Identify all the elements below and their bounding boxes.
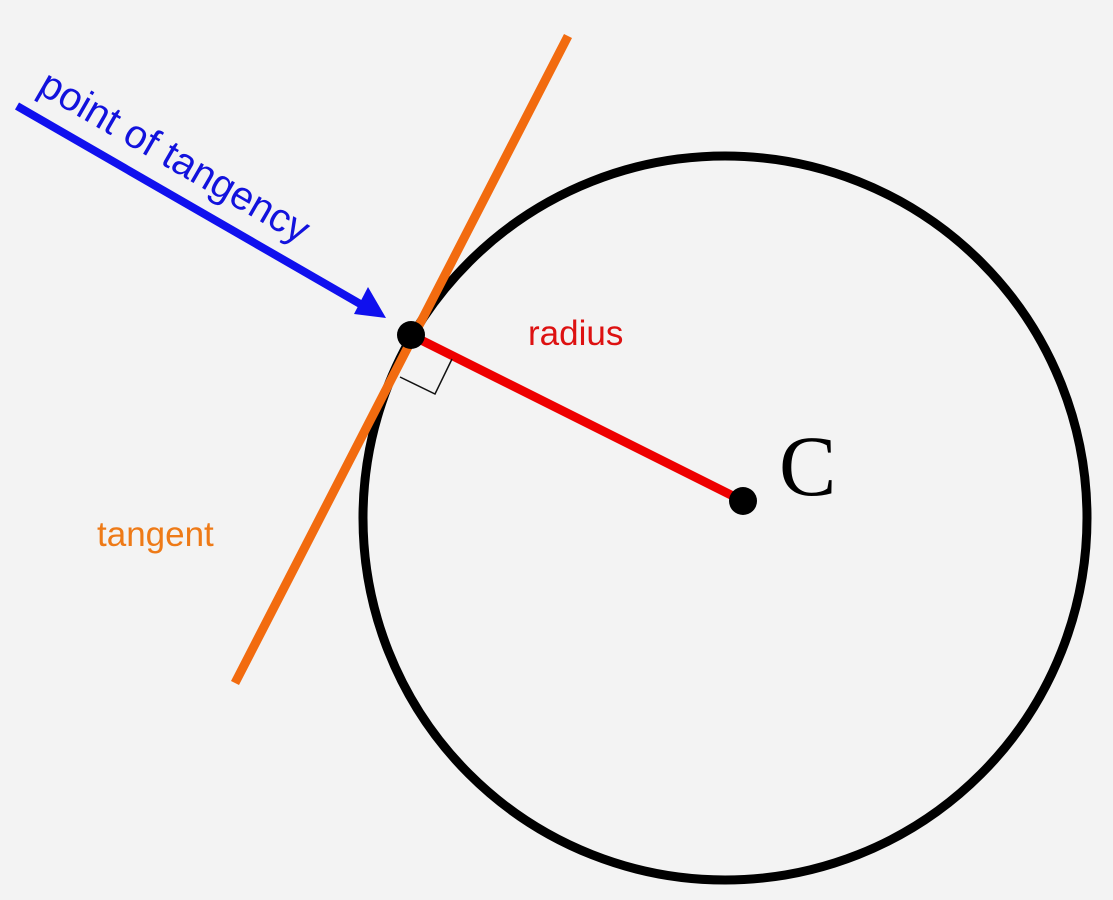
- radius-label: radius: [528, 314, 623, 353]
- point-of-tangency-dot: [397, 321, 425, 349]
- circle: [358, 151, 1092, 885]
- tangent-line: [230, 33, 573, 686]
- arrowhead-icon: [354, 287, 386, 318]
- radius-segment: [408, 330, 746, 506]
- point-of-tangency-arrow: [15, 102, 364, 309]
- center-label: C: [779, 418, 836, 514]
- right-angle-marker: [399, 358, 453, 396]
- tangent-label: tangent: [97, 515, 214, 554]
- point-of-tangency-label: point of tangency: [32, 62, 318, 252]
- center-point-dot: [729, 487, 757, 515]
